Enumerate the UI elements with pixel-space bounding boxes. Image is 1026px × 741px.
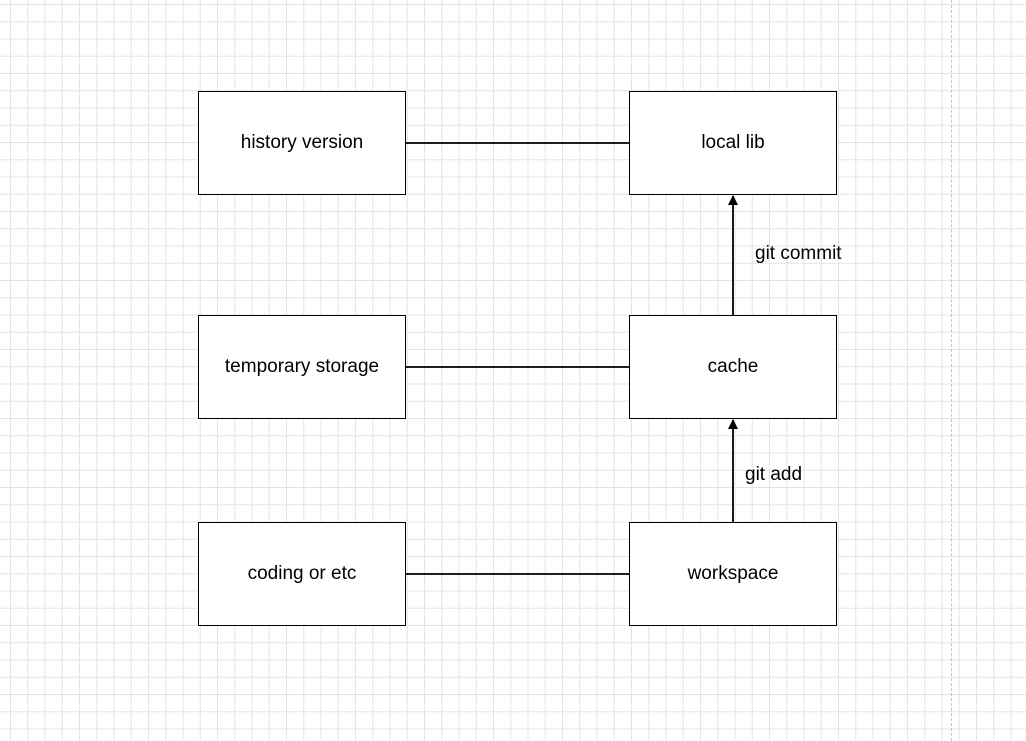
node-workspace-label: workspace (687, 563, 779, 584)
node-history-version-label: history version (240, 132, 364, 153)
node-cache[interactable]: cache (629, 315, 837, 419)
node-local-lib-label: local lib (701, 132, 765, 153)
node-cache-label: cache (707, 356, 759, 377)
node-workspace[interactable]: workspace (629, 522, 837, 626)
node-coding-or-etc[interactable]: coding or etc (198, 522, 406, 626)
page-boundary-line (951, 0, 952, 741)
node-history-version[interactable]: history version (198, 91, 406, 195)
edge-label-git-commit: git commit (755, 243, 842, 264)
node-temporary-storage[interactable]: temporary storage (198, 315, 406, 419)
node-temporary-storage-label: temporary storage (224, 356, 380, 377)
node-local-lib[interactable]: local lib (629, 91, 837, 195)
edge-label-git-add: git add (745, 464, 803, 485)
node-coding-or-etc-label: coding or etc (247, 563, 357, 584)
